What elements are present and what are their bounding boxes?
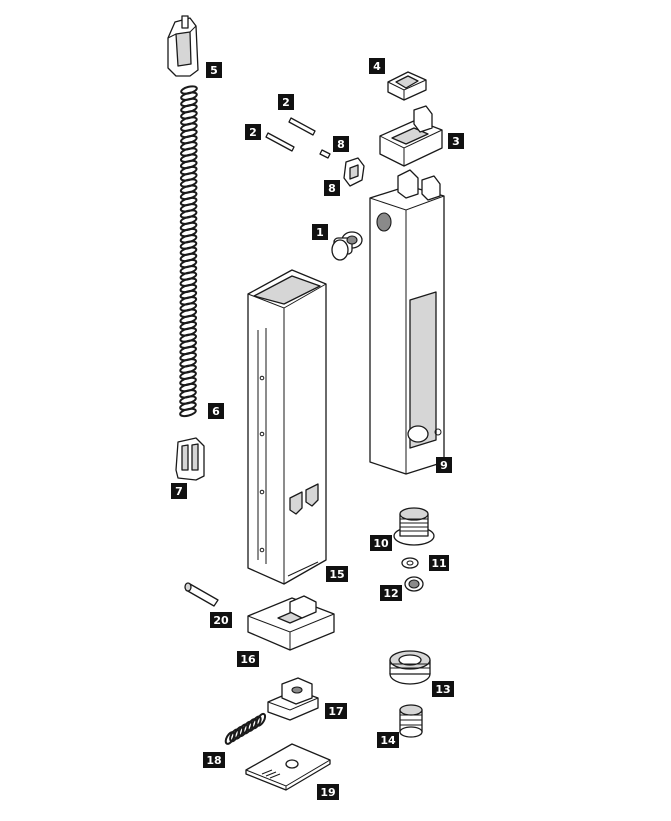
svg-text:5: 5 [210, 64, 218, 77]
part-4-lip-cover [387, 71, 427, 101]
callout-14: 14 [377, 732, 399, 748]
callout-9: 9 [436, 457, 452, 473]
callout-5: 5 [206, 62, 222, 78]
part-17-base-catch [267, 677, 319, 721]
part-11-washer [401, 557, 419, 569]
svg-text:19: 19 [320, 786, 335, 799]
svg-text:7: 7 [175, 485, 183, 498]
svg-text:14: 14 [380, 734, 396, 747]
svg-text:8: 8 [337, 138, 345, 151]
callout-6: 6 [208, 403, 224, 419]
callout-2-lower: 2 [245, 124, 261, 140]
svg-text:11: 11 [431, 557, 446, 570]
svg-text:4: 4 [373, 60, 381, 73]
callout-20: 20 [210, 612, 232, 628]
svg-text:20: 20 [213, 614, 229, 627]
part-1-outlet-valve [331, 231, 363, 261]
svg-text:16: 16 [240, 653, 256, 666]
part-2-pin-upper [288, 117, 316, 136]
part-7-spring-guide [175, 437, 205, 481]
part-9-gas-tank-body [369, 169, 445, 475]
svg-text:6: 6 [212, 405, 220, 418]
svg-text:15: 15 [329, 568, 344, 581]
svg-text:17: 17 [328, 705, 343, 718]
callout-3: 3 [448, 133, 464, 149]
svg-text:3: 3 [452, 135, 460, 148]
part-8-valve-knocker [343, 157, 365, 187]
part-10-fill-valve-body [393, 507, 435, 546]
callout-7: 7 [171, 483, 187, 499]
callout-15: 15 [326, 566, 348, 582]
part-2-pin-lower [265, 132, 295, 152]
svg-text:18: 18 [206, 754, 221, 767]
callout-10: 10 [370, 535, 392, 551]
part-3-magazine-lip [379, 105, 443, 167]
svg-text:10: 10 [373, 537, 389, 550]
callout-11: 11 [429, 555, 449, 571]
svg-text:8: 8 [328, 182, 336, 195]
part-5-follower-head [167, 15, 199, 77]
callout-18: 18 [203, 752, 225, 768]
callout-12: 12 [380, 585, 402, 601]
part-6-magazine-spring [179, 85, 198, 418]
callout-8-lower: 8 [324, 180, 340, 196]
part-18-catch-spring [224, 712, 267, 745]
callout-17: 17 [325, 703, 347, 719]
callout-1: 1 [312, 224, 328, 240]
part-20-base-pin [184, 582, 219, 607]
part-8-small-pin [319, 149, 331, 159]
svg-text:2: 2 [249, 126, 257, 139]
part-14-set-screw [399, 704, 423, 738]
callout-8-upper: 8 [333, 136, 349, 152]
svg-text:2: 2 [282, 96, 290, 109]
callout-2-upper: 2 [278, 94, 294, 110]
callout-19: 19 [317, 784, 339, 800]
svg-text:1: 1 [316, 226, 324, 239]
part-16-base-plate [247, 595, 335, 651]
part-12-o-ring [404, 576, 424, 592]
callout-13: 13 [432, 681, 454, 697]
part-15-magazine-shell [247, 269, 327, 585]
callout-16: 16 [237, 651, 259, 667]
part-19-bottom-plate [245, 743, 331, 791]
svg-text:12: 12 [383, 587, 398, 600]
part-13-threaded-ring [389, 650, 431, 685]
callout-4: 4 [369, 58, 385, 74]
svg-text:9: 9 [440, 459, 448, 472]
svg-text:13: 13 [435, 683, 450, 696]
